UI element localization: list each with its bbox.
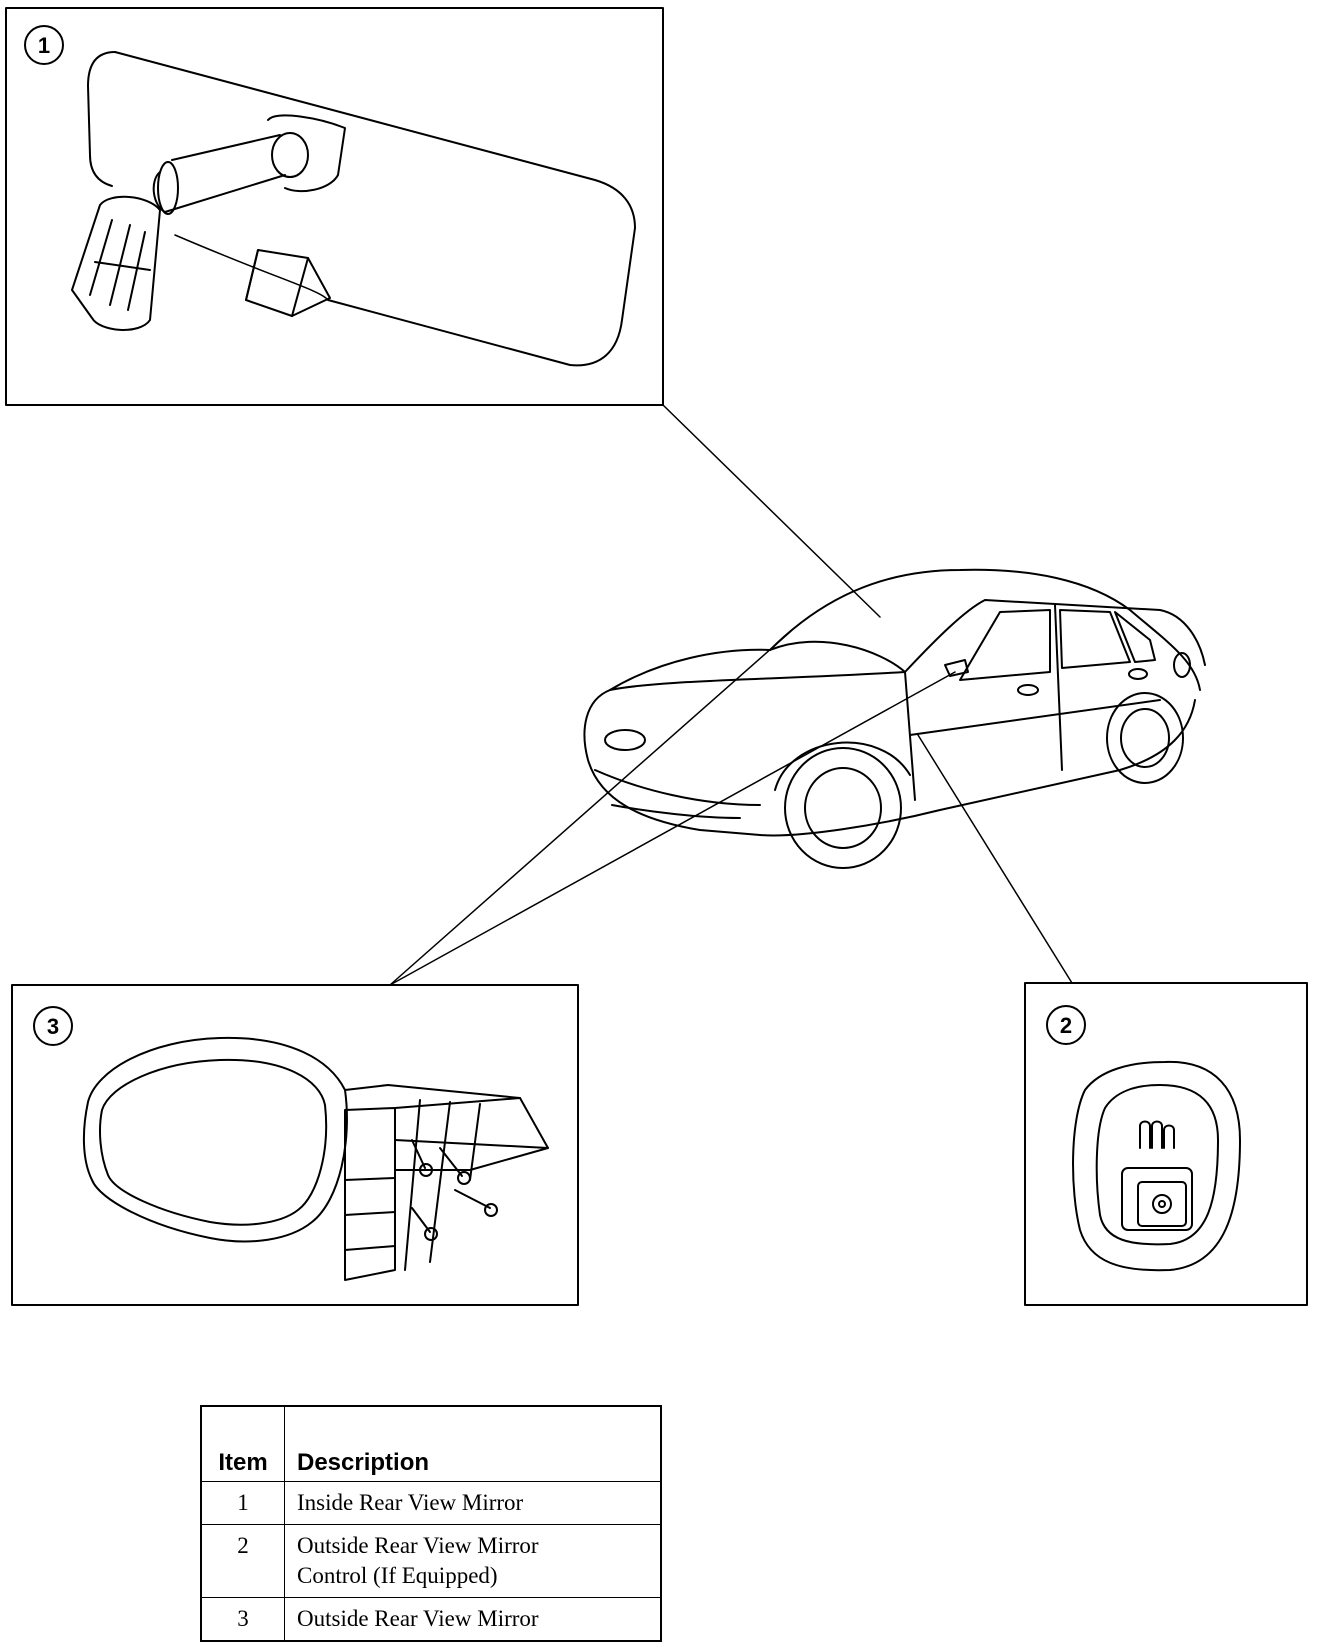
callout-3: 3 — [47, 1014, 59, 1039]
legend-item-number: 3 — [200, 1597, 285, 1642]
legend-item-description: Outside Rear View Mirror Control (If Equ… — [284, 1524, 662, 1598]
mirror-control-switch-icon — [1072, 1060, 1241, 1272]
callout-2: 2 — [1060, 1013, 1072, 1038]
legend-item-description: Outside Rear View Mirror — [284, 1597, 662, 1642]
legend-row: 3 Outside Rear View Mirror — [200, 1597, 662, 1642]
legend-item-description: Inside Rear View Mirror — [284, 1481, 662, 1525]
legend-item-number: 2 — [200, 1524, 285, 1598]
legend-row: 1 Inside Rear View Mirror — [200, 1481, 662, 1525]
callout-1: 1 — [38, 33, 50, 58]
leader-lines — [389, 404, 1073, 986]
mirror-control-panel: 2 — [1024, 982, 1308, 1306]
legend-item-number: 1 — [200, 1481, 285, 1525]
inside-rear-view-mirror-icon — [71, 51, 636, 367]
outside-mirror-icon — [82, 1036, 549, 1281]
legend-header-description: Description — [284, 1405, 662, 1482]
legend-header-item: Item — [200, 1405, 285, 1482]
legend-row: 2 Outside Rear View Mirror Control (If E… — [200, 1524, 662, 1598]
inside-rear-view-mirror-panel: 1 — [5, 7, 664, 406]
outside-rear-view-mirror-panel: 3 — [11, 984, 579, 1306]
vehicle-icon — [583, 568, 1206, 869]
legend-table: Item Description 1 Inside Rear View Mirr… — [200, 1405, 662, 1642]
legend-header-row: Item Description — [200, 1405, 662, 1482]
